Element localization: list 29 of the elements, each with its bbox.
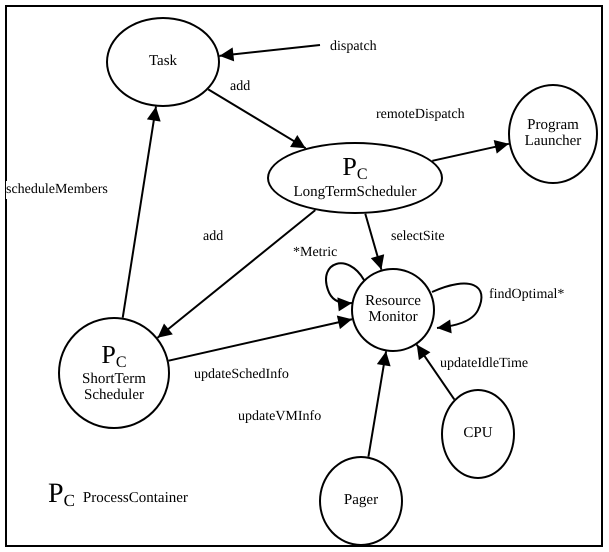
arrow [367,351,391,457]
edge-label: scheduleMembers [6,181,108,199]
edge-label: updateVMInfo [238,408,322,426]
arrow [416,344,456,400]
node-label: Program Launcher [524,118,582,150]
node-label: CPU [462,426,494,442]
node-label: ShortTerm Scheduler [81,372,147,404]
arrow [432,140,510,162]
edge-label: updateIdleTime [440,355,528,373]
edge-label: dispatch [330,38,377,56]
edge-label: updateSchedInfo [194,366,289,384]
edge-label: remoteDispatch [376,106,465,124]
process-container-mark: P$_{C}$ [342,155,368,185]
edge-label: findOptimal* [489,286,564,304]
arrow [168,316,352,362]
arrow [325,262,365,311]
node-label: Resource Monitor [364,294,422,326]
arrow [122,106,161,318]
arrow [364,213,384,270]
node-label: Task [148,54,178,70]
process-container-mark: P$_{C}$ [101,342,127,372]
arrow [219,44,320,62]
arrow [432,282,482,334]
arrow [156,209,316,339]
arrow [208,88,306,150]
node-label: LongTermScheduler [292,184,418,201]
container-label: ProcessContainer [82,489,188,508]
node-label: Pager [342,493,380,509]
process-container-mark: P$_{C}$ [48,480,75,508]
